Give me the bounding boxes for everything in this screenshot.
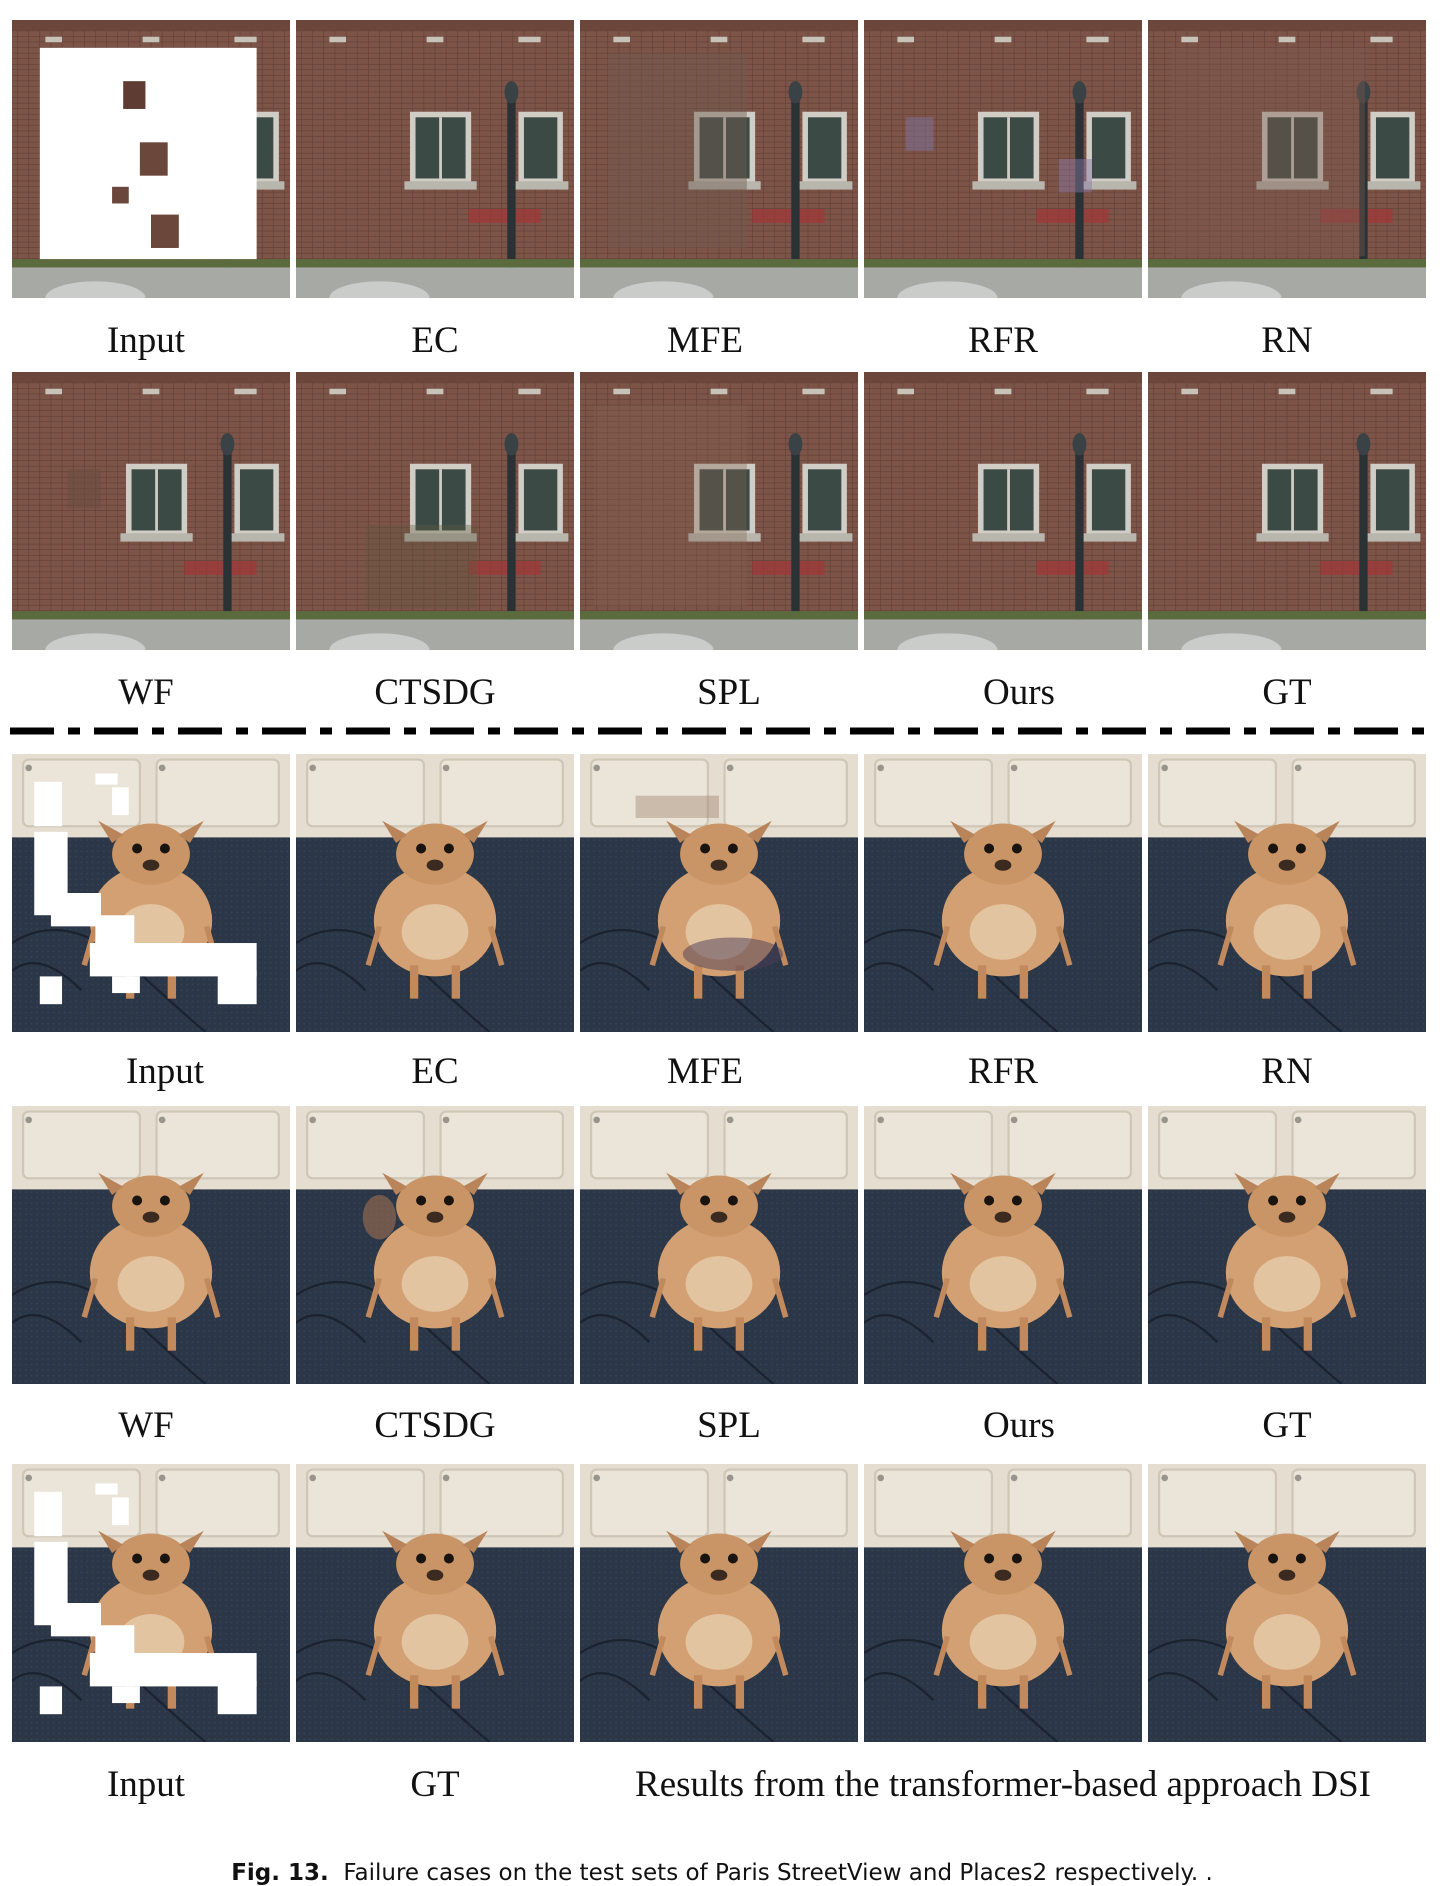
places-row1-label-ec: EC <box>411 1051 459 1092</box>
dsi-result-2-image <box>864 1464 1142 1742</box>
places-rfr-image <box>864 754 1142 1032</box>
dsi-input-image <box>12 1464 290 1742</box>
paris-ec-image <box>296 20 574 298</box>
places-row1-label-input: Input <box>125 1051 205 1092</box>
places-row2-label-spl: SPL <box>697 1405 761 1446</box>
dsi-label-gt: GT <box>410 1764 460 1805</box>
paris-input-image <box>12 20 290 298</box>
places-row1-label-rfr: RFR <box>968 1051 1038 1092</box>
dsi-label-input: Input <box>106 1764 186 1805</box>
places-input-image <box>12 754 290 1032</box>
paris-row2-label-ours: Ours <box>983 672 1055 713</box>
paris-rn-image <box>1148 20 1426 298</box>
paris-ctsdg-image <box>296 372 574 650</box>
places-row1-label-rn: RN <box>1261 1051 1313 1092</box>
places-row2-label-ctsdg: CTSDG <box>374 1405 496 1446</box>
dsi-result-3-image <box>1148 1464 1426 1742</box>
paris-rfr-image <box>864 20 1142 298</box>
figure-caption: Fig. 13. Failure cases on the test sets … <box>0 1862 1444 1885</box>
paris-gt-image <box>1148 372 1426 650</box>
places-row1-label-mfe: MFE <box>666 1051 744 1092</box>
dsi-results-note: Results from the transformer-based appro… <box>635 1764 1371 1805</box>
paris-ours-image <box>864 372 1142 650</box>
paris-row2-label-gt: GT <box>1262 672 1312 713</box>
paris-row1-label-input: Input <box>106 320 186 361</box>
paris-spl-image <box>580 372 858 650</box>
paris-row2-label-spl: SPL <box>697 672 761 713</box>
places-wf-image <box>12 1106 290 1384</box>
places-ec-image <box>296 754 574 1032</box>
paris-row1-label-mfe: MFE <box>666 320 744 361</box>
places-ctsdg-image <box>296 1106 574 1384</box>
caption-text: Failure cases on the test sets of Paris … <box>343 1860 1213 1886</box>
places-row2-label-wf: WF <box>118 1405 174 1446</box>
figure-number: Fig. 13. <box>231 1860 329 1886</box>
dsi-gt-image <box>296 1464 574 1742</box>
paris-row1-label-rfr: RFR <box>968 320 1038 361</box>
places-row2-label-gt: GT <box>1262 1405 1312 1446</box>
paris-wf-image <box>12 372 290 650</box>
places-rn-image <box>1148 754 1426 1032</box>
paris-mfe-image <box>580 20 858 298</box>
paris-row2-label-wf: WF <box>118 672 174 713</box>
paris-row2-label-ctsdg: CTSDG <box>374 672 496 713</box>
places-spl-image <box>580 1106 858 1384</box>
places-mfe-image <box>580 754 858 1032</box>
places-gt-image <box>1148 1106 1426 1384</box>
places-row2-label-ours: Ours <box>983 1405 1055 1446</box>
dsi-result-1-image <box>580 1464 858 1742</box>
section-separator <box>10 727 1434 735</box>
paris-row1-label-rn: RN <box>1261 320 1313 361</box>
places-ours-image <box>864 1106 1142 1384</box>
paris-row1-label-ec: EC <box>411 320 459 361</box>
